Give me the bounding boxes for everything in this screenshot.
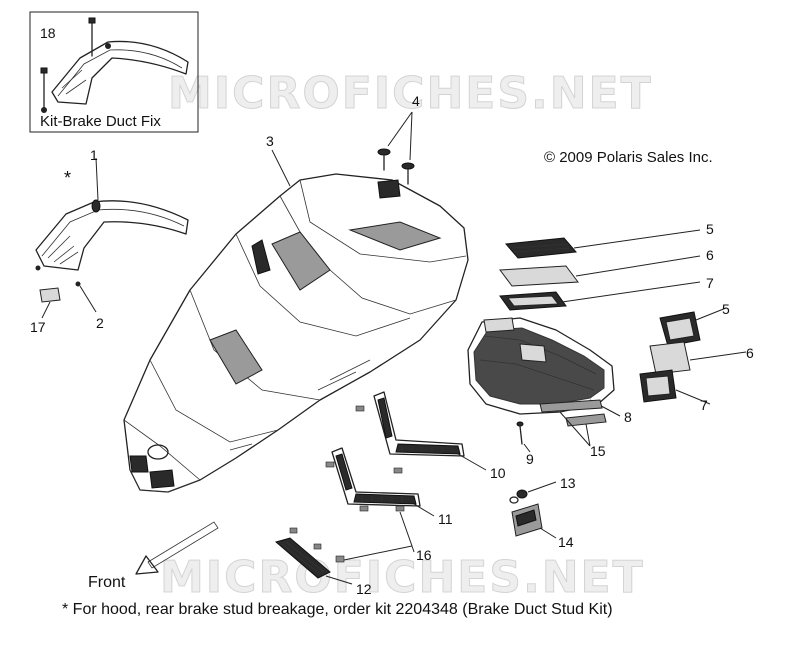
asterisk-mark: * (64, 168, 71, 188)
callout-13: 13 (560, 475, 576, 491)
part-15-trim-strips (539, 399, 607, 427)
callout-10: 10 (490, 465, 506, 481)
part-6-vent-seal-right (649, 341, 691, 375)
callout-6-right: 6 (746, 345, 754, 361)
part-4-screws (377, 148, 415, 185)
part-9-screw (516, 421, 524, 445)
inset-screw-top (88, 17, 96, 24)
callout-14: 14 (558, 534, 574, 550)
callout-7-upper: 7 (706, 275, 714, 291)
copyright-text: © 2009 Polaris Sales Inc. (544, 149, 713, 166)
inset-part-number: 18 (40, 25, 56, 41)
part-11-side-grille (325, 447, 421, 512)
part-1-brake-duct (35, 199, 189, 271)
callout-1: 1 (90, 147, 98, 163)
part-5-vent-grille-right (659, 311, 701, 347)
callout-2: 2 (96, 315, 104, 331)
part-17-pad (39, 287, 61, 303)
part-7-vent-frame-upper (499, 291, 567, 311)
callout-9: 9 (526, 451, 534, 467)
inset-border (29, 11, 199, 133)
callout-4: 4 (412, 93, 420, 109)
part-3-hood (123, 173, 469, 493)
watermark-top: MICROFICHES.NET (168, 68, 653, 119)
front-arrow (135, 521, 219, 575)
footnote-text: * For hood, rear brake stud breakage, or… (62, 601, 613, 618)
callout-5-right: 5 (722, 301, 730, 317)
part-13-nut (509, 489, 528, 504)
part-7-vent-frame-right (639, 369, 677, 403)
part-14-bracket (511, 503, 543, 537)
callout-3: 3 (266, 133, 274, 149)
callout-8: 8 (624, 409, 632, 425)
callout-6-upper: 6 (706, 247, 714, 263)
callout-16: 16 (416, 547, 432, 563)
part-6-vent-seal-upper (499, 265, 579, 287)
callout-7-right: 7 (700, 397, 708, 413)
inset-screw-left (40, 67, 48, 74)
part-2-fastener (75, 281, 81, 287)
front-label: Front (88, 574, 126, 591)
watermark-bottom: MICROFICHES.NET (160, 552, 645, 603)
callout-5-upper: 5 (706, 221, 714, 237)
part-16-clip (335, 555, 345, 563)
callout-12: 12 (356, 581, 372, 597)
callout-11: 11 (438, 511, 453, 527)
callout-15: 15 (590, 443, 606, 459)
part-10-side-grille (355, 391, 465, 474)
inset-label: Kit-Brake Duct Fix (40, 113, 161, 130)
part-12-lower-grille (274, 527, 331, 579)
inset-kit-brake-duct-fix: 18 Kit-Brake Duct Fix (29, 11, 199, 133)
callout-17: 17 (30, 319, 46, 335)
inset-brake-duct-drawing (40, 17, 189, 113)
part-8-airbox (467, 317, 615, 415)
part-5-vent-grille-upper (504, 237, 578, 259)
